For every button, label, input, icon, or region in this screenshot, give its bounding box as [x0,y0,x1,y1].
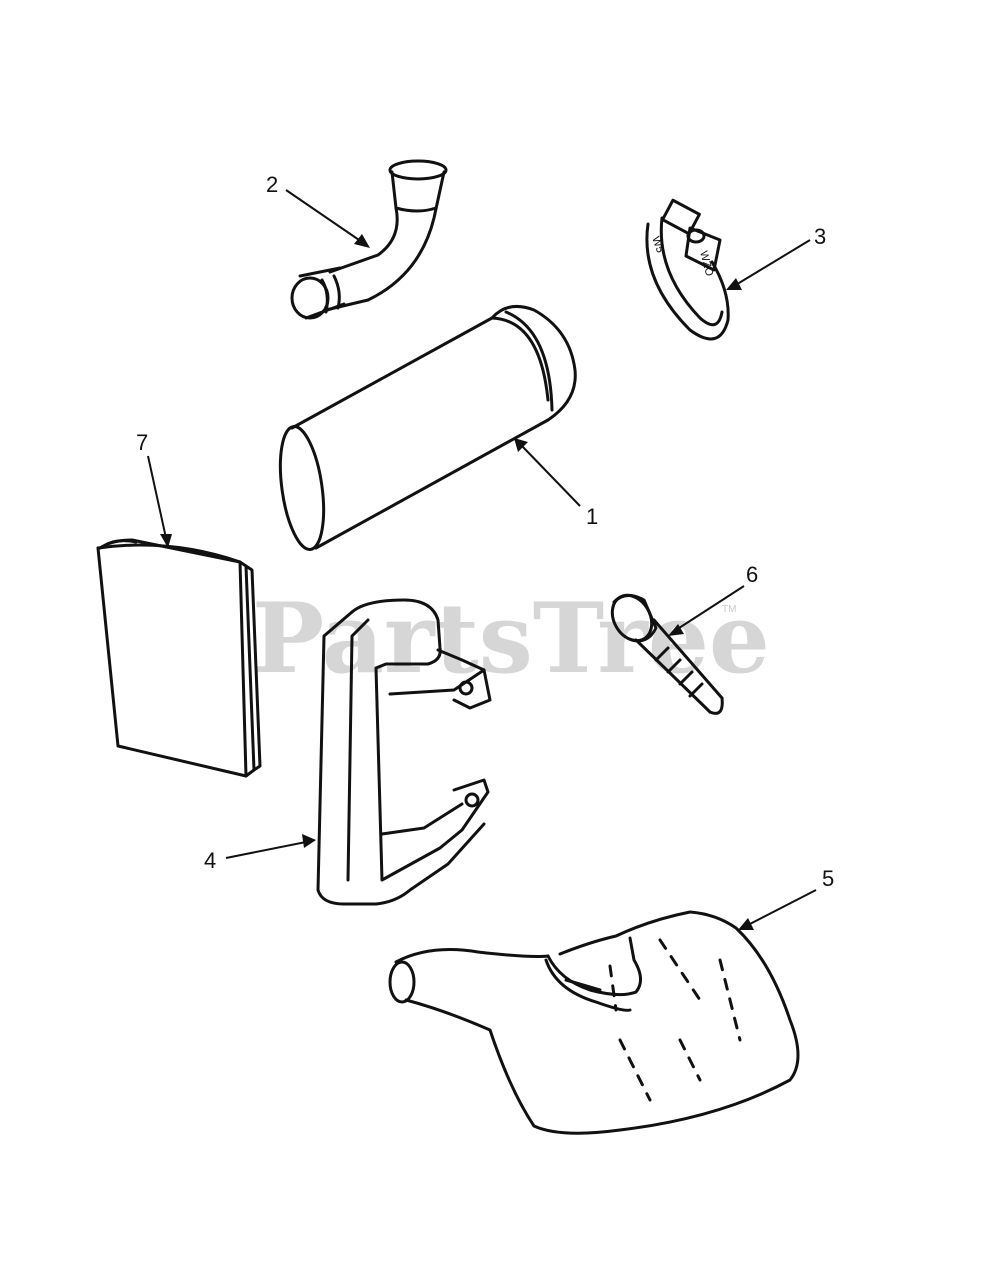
leader-part-5 [738,889,817,930]
part-bolt[interactable] [604,588,724,715]
part-handle[interactable] [316,598,492,906]
leader-part-6 [668,585,745,636]
clamp-marking-a: W5 [649,235,666,255]
callout-5: 5 [822,866,834,891]
callout-1: 1 [586,504,598,529]
leader-part-4 [225,834,316,859]
part-manual[interactable] [96,538,262,778]
leader-part-2 [285,189,370,248]
watermark-trademark: TM [722,604,736,615]
leader-part-3 [726,239,811,290]
callout-4: 4 [204,848,216,873]
leader-part-1 [514,438,581,507]
part-hose-clamp[interactable]: W5 WZO [645,198,730,341]
callout-6: 6 [746,562,758,587]
part-tube[interactable] [274,304,577,552]
callout-7: 7 [136,430,148,455]
watermark-logo: PartsTree [252,582,770,695]
callout-2: 2 [266,172,278,197]
callout-3: 3 [814,224,826,249]
leader-part-7 [147,455,172,548]
part-elbow[interactable] [290,159,448,320]
part-bag[interactable] [388,910,800,1135]
